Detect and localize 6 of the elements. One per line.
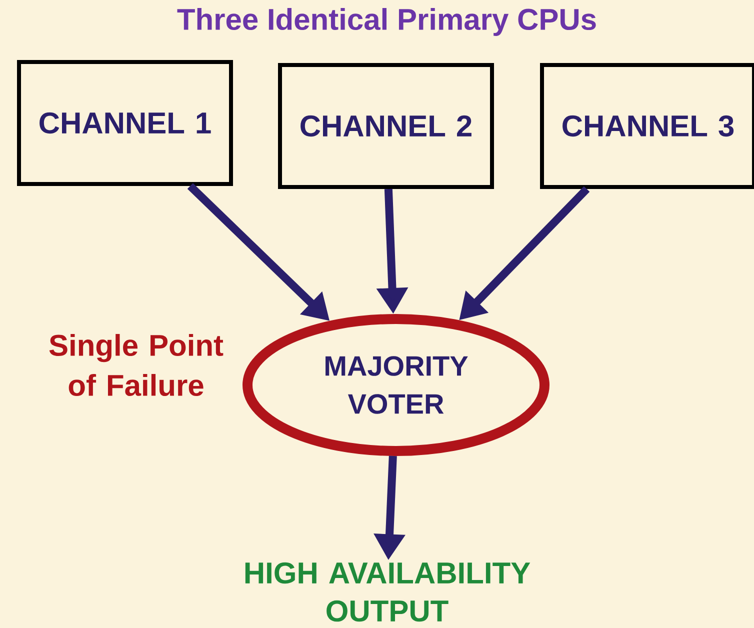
title: Three Identical Primary CPUs	[177, 8, 596, 36]
output-label: HIGH AVAILABILITY OUTPUT	[245, 562, 530, 622]
channel-box: CHANNEL 1	[17, 60, 233, 186]
channel-box: CHANNEL 2	[278, 63, 494, 189]
channel-box: CHANNEL 3	[540, 63, 754, 189]
side-note: Single Point of Failure	[49, 334, 224, 396]
